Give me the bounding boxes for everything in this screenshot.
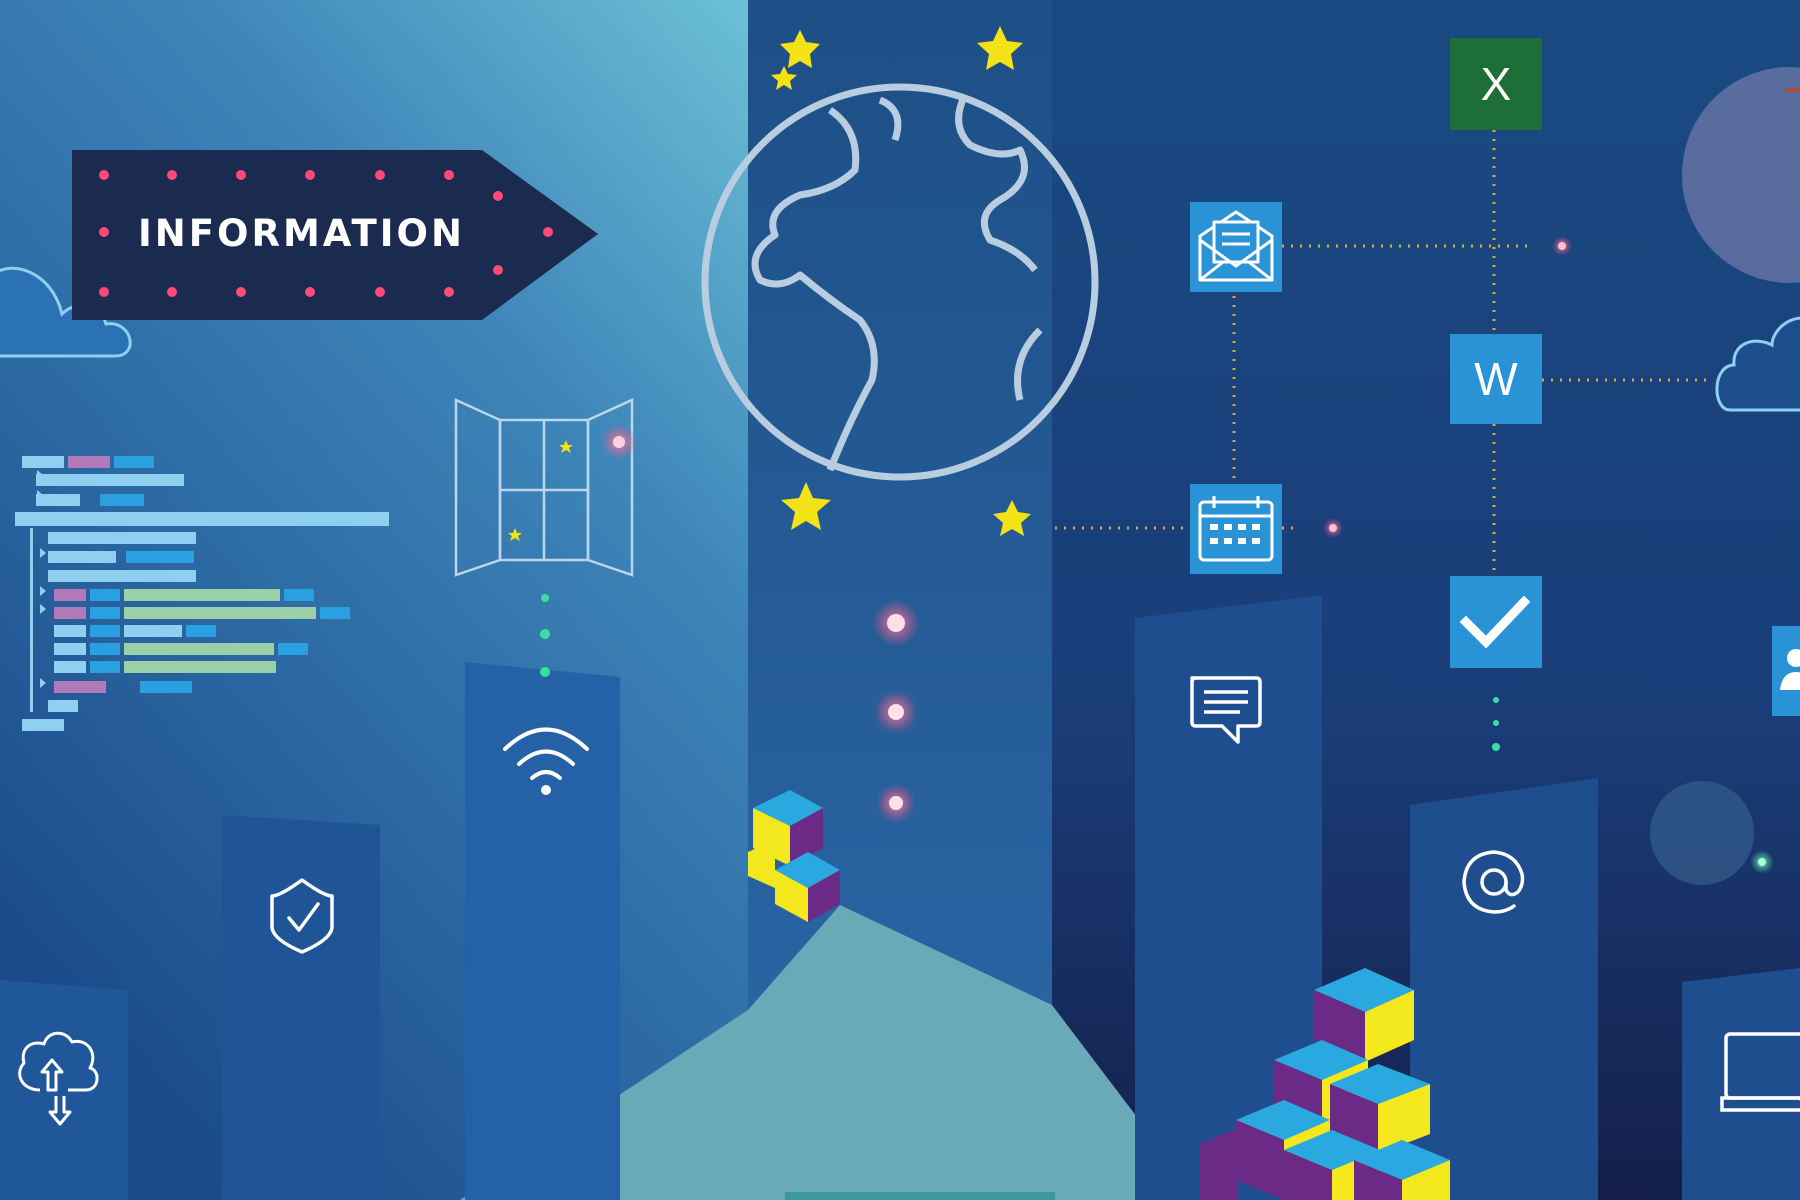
user-icon (1772, 626, 1800, 716)
excel-letter: X (1480, 58, 1512, 110)
star-icon (559, 440, 573, 453)
sign-leds (99, 170, 553, 297)
building (465, 662, 620, 1200)
cloud-upload-download-icon (18, 1031, 99, 1126)
star-icon (771, 26, 1031, 536)
information-sign-label: INFORMATION (138, 212, 465, 255)
window-icon (454, 398, 634, 577)
building (0, 980, 128, 1200)
building (1682, 968, 1800, 1200)
moon (1682, 67, 1800, 283)
cube-stack (748, 790, 840, 922)
word-icon (1450, 334, 1542, 424)
building (1135, 595, 1322, 1200)
shield-check-icon (270, 878, 334, 954)
excel-icon (1450, 38, 1542, 130)
chat-icon (1190, 676, 1262, 744)
word-letter: W (1474, 353, 1518, 405)
information-sign (72, 150, 598, 320)
cloud-icon (1715, 316, 1800, 412)
at-sign-icon (1462, 850, 1525, 914)
code-lines-icon (15, 456, 389, 731)
building (1410, 778, 1598, 1200)
ground (460, 905, 1200, 1200)
star-icon (508, 528, 522, 541)
globe-icon (701, 83, 1099, 481)
laptop-icon (1720, 1032, 1800, 1112)
moon (1650, 781, 1754, 885)
building (222, 815, 380, 1200)
wifi-icon (503, 727, 589, 795)
cube-stack (1200, 968, 1450, 1200)
connector-lines (1055, 130, 1710, 574)
